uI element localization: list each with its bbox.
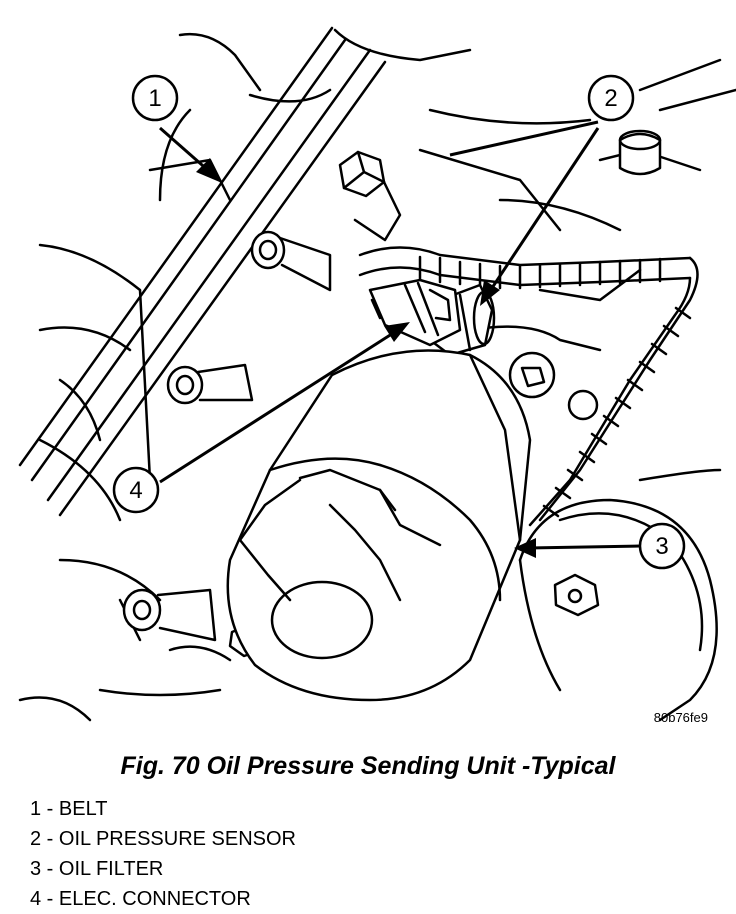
legend-item-belt: 1 - BELT — [30, 798, 108, 820]
callout-3: 3 — [638, 522, 686, 570]
callout-number-1: 1 — [148, 85, 161, 112]
bolt-top-right — [618, 129, 662, 176]
oil-pressure-sending-unit-illustration: 1 2 3 4 80b76fe9 — [18, 26, 736, 725]
elec-connector — [368, 278, 462, 347]
callout-1: 1 — [131, 74, 179, 122]
bolt-left-1 — [250, 230, 332, 292]
bolt-left-2 — [166, 363, 254, 405]
callout-number-2: 2 — [604, 85, 617, 112]
arrow-4 — [159, 322, 410, 484]
legend-item-oil-pressure-sensor: 2 - OIL PRESSURE SENSOR — [30, 828, 296, 850]
arrow-2 — [449, 120, 600, 306]
bolt-right-center — [508, 351, 599, 421]
callout-legend: 1 - BELT 2 - OIL PRESSURE SENSOR 3 - OIL… — [30, 794, 296, 914]
image-code: 80b76fe9 — [654, 710, 708, 725]
leader-lines — [159, 120, 641, 558]
callout-2: 2 — [587, 74, 635, 122]
callout-number-3: 3 — [655, 533, 668, 560]
callout-4: 4 — [112, 466, 160, 514]
pulley — [518, 468, 722, 722]
callout-number-4: 4 — [129, 477, 142, 504]
bolt-left-3 — [122, 588, 217, 642]
legend-item-oil-filter: 3 - OIL FILTER — [30, 858, 164, 880]
arrow-1 — [159, 126, 222, 183]
wiring-harness — [358, 246, 699, 527]
arrow-3 — [514, 538, 641, 558]
legend-item-elec-connector: 4 - ELEC. CONNECTOR — [30, 888, 251, 910]
figure-caption: Fig. 70 Oil Pressure Sending Unit -Typic… — [120, 752, 616, 780]
oil-filter — [226, 349, 532, 702]
bolt-upper — [338, 150, 402, 242]
belt — [18, 26, 387, 517]
